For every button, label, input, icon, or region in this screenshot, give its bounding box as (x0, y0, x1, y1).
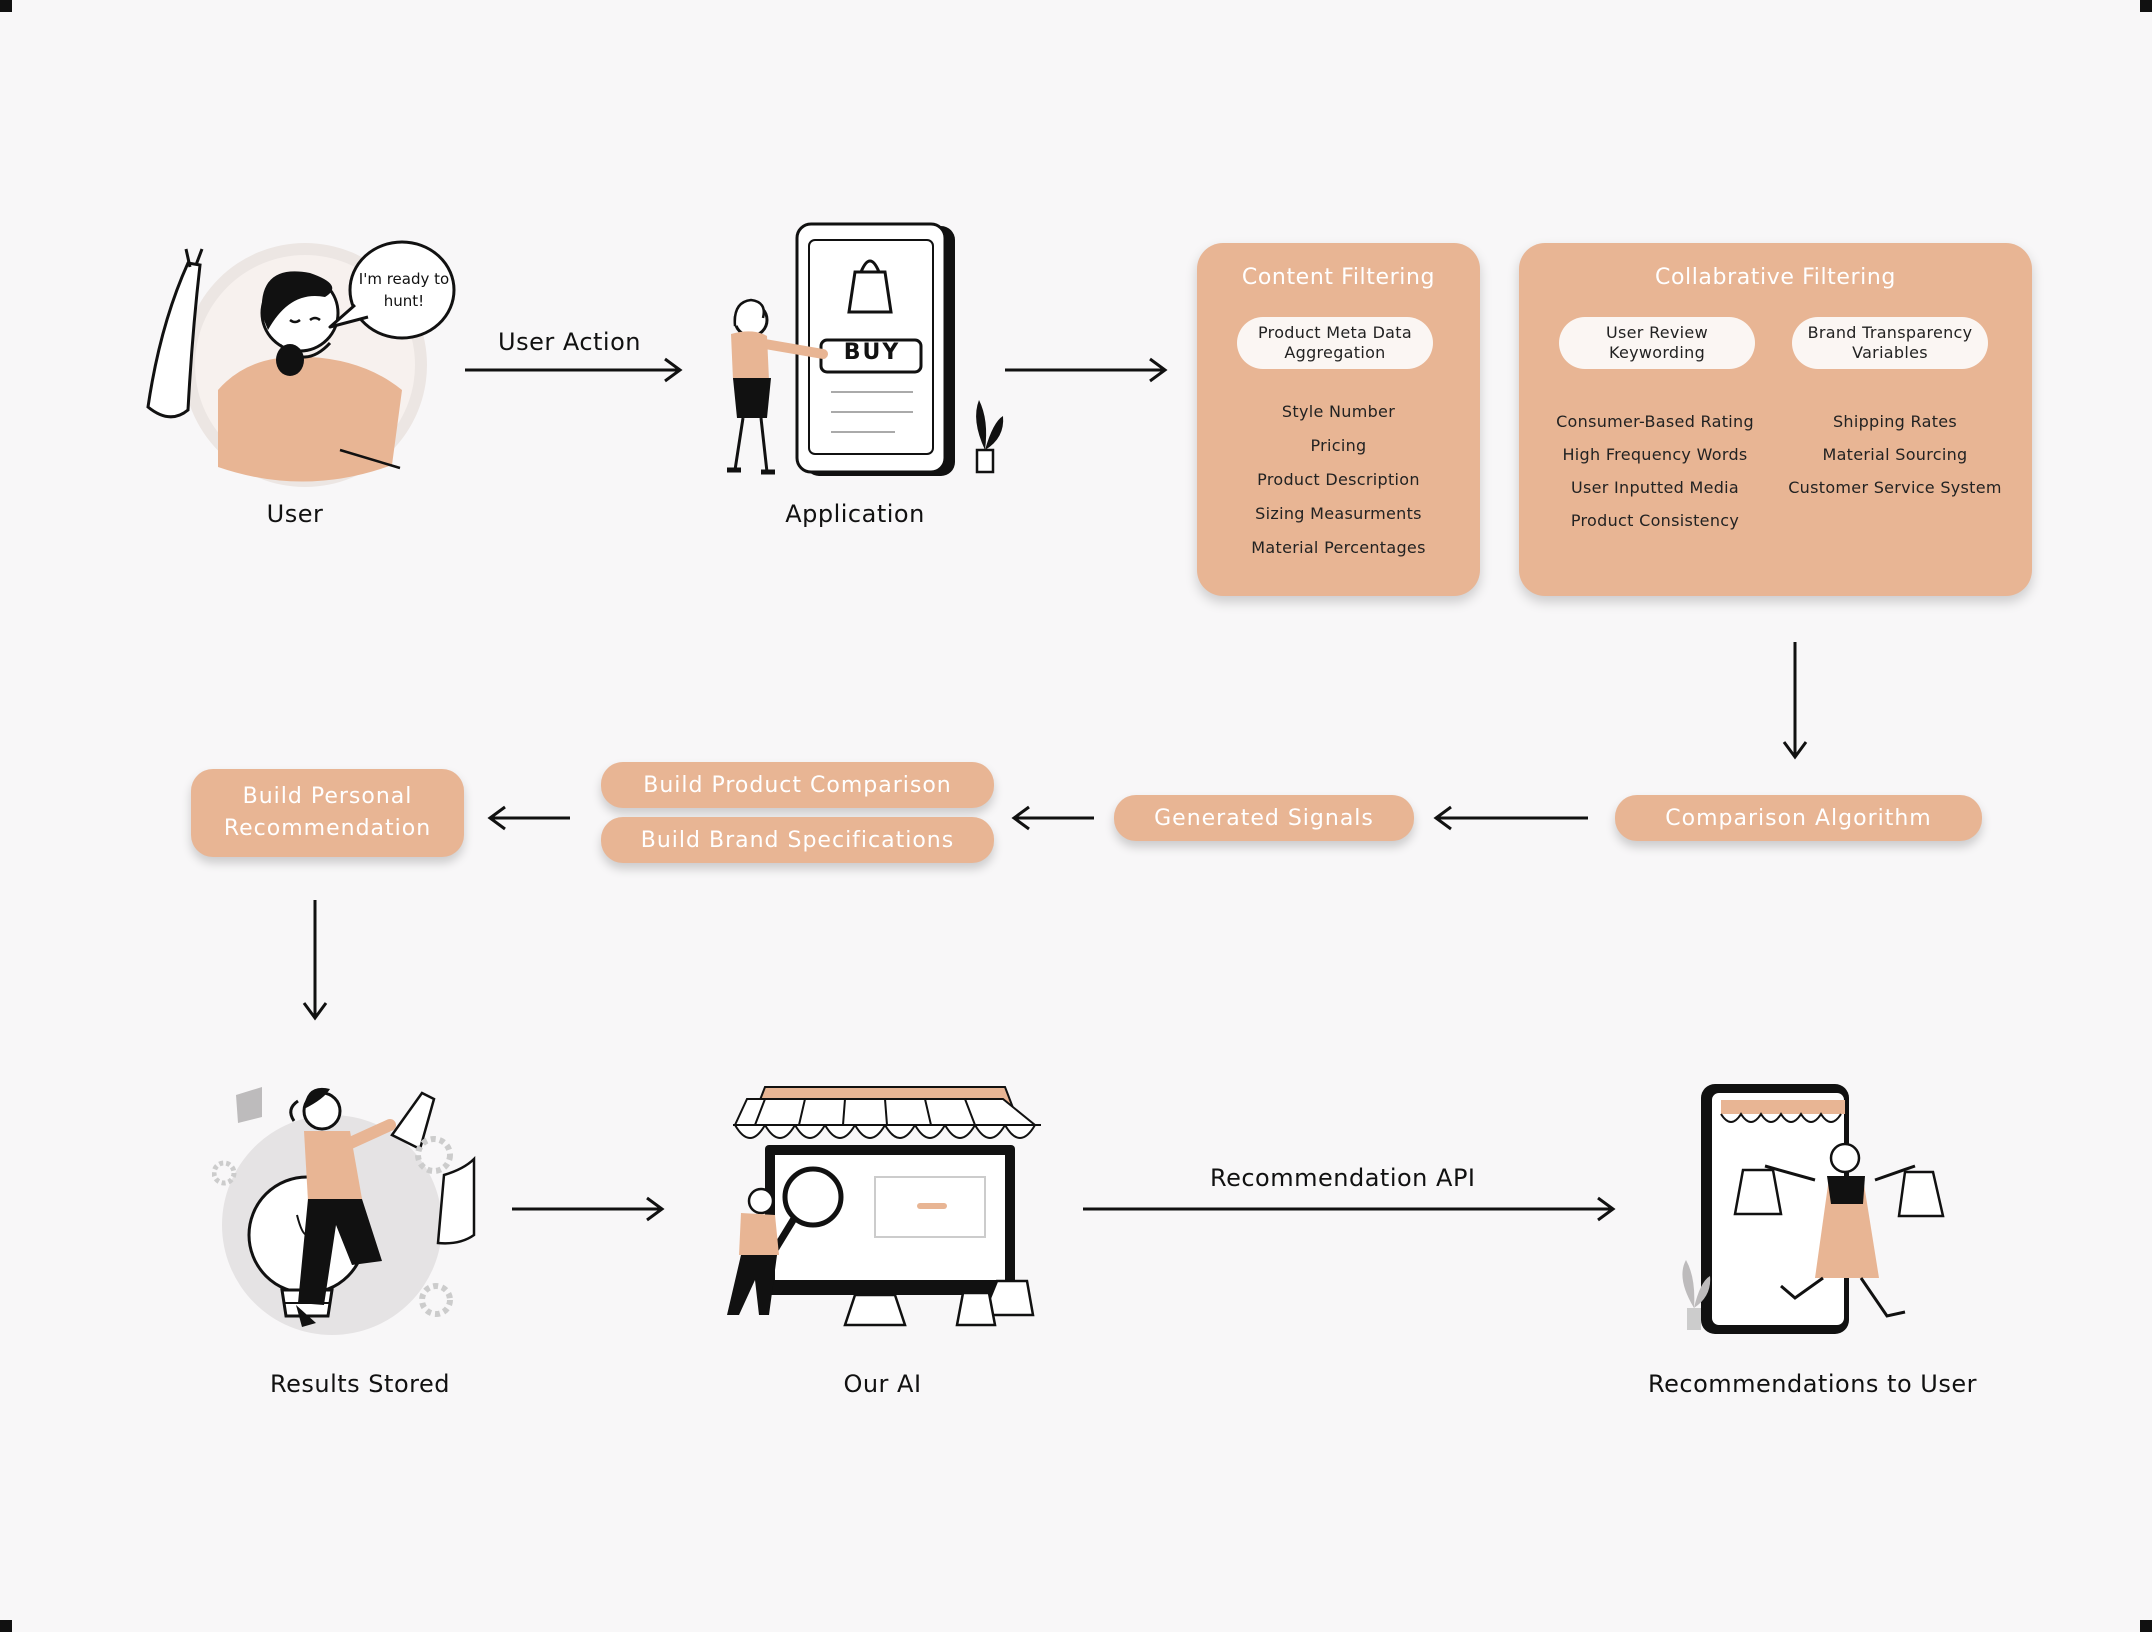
recommendations-illustration (1682, 1084, 1945, 1334)
recommendation-api-label: Recommendation API (1210, 1164, 1476, 1192)
arrow-signals-to-build (1011, 805, 1094, 831)
arrow-user-to-application (465, 357, 683, 383)
arrow-personal-to-results (302, 900, 328, 1021)
user-label: User (266, 500, 324, 528)
list-item: Consumer-Based Rating (1556, 412, 1754, 431)
our-ai-label: Our AI (843, 1370, 922, 1398)
arrow-results-to-ai (512, 1196, 665, 1222)
list-item: Product Consistency (1570, 511, 1740, 530)
generated-signals-step: Generated Signals (1114, 795, 1414, 841)
arrow-ai-to-user (1083, 1196, 1616, 1222)
corner-mark (0, 0, 12, 12)
application-illustration (727, 222, 1004, 476)
list-item: Material Percentages (1251, 538, 1426, 557)
list-item: Pricing (1310, 436, 1367, 455)
user-action-label: User Action (498, 328, 641, 356)
collaborative-filtering-panel: Collabrative Filtering User Review Keywo… (1519, 243, 2032, 596)
corner-mark (2140, 0, 2152, 12)
corner-mark (0, 1620, 12, 1632)
content-filtering-panel: Content Filtering Product Meta Data Aggr… (1197, 243, 1480, 596)
collaborative-right-list: Shipping Rates Material Sourcing Custome… (1775, 405, 2015, 504)
collaborative-filtering-title: Collabrative Filtering (1654, 265, 1896, 290)
buy-button-text: BUY (843, 340, 901, 365)
list-item: Customer Service System (1788, 478, 2002, 497)
list-item: Material Sourcing (1822, 445, 1968, 464)
list-item: High Frequency Words (1562, 445, 1748, 464)
corner-mark (2140, 1620, 2152, 1632)
list-item: Shipping Rates (1832, 412, 1958, 431)
user-illustration (146, 240, 456, 487)
arrow-application-to-filtering (1005, 357, 1168, 383)
application-label: Application (785, 500, 925, 528)
build-product-comparison-step: Build Product Comparison (601, 762, 994, 808)
arrow-comparison-to-signals (1433, 805, 1588, 831)
arrow-build-to-personal (487, 805, 570, 831)
build-brand-specifications-step: Build Brand Specifications (601, 817, 994, 863)
recommendations-to-user-label: Recommendations to User (1648, 1370, 1977, 1398)
content-filtering-list: Style Number Pricing Product Description… (1197, 395, 1480, 565)
comparison-algorithm-step: Comparison Algorithm (1615, 795, 1982, 841)
our-ai-illustration (727, 1086, 1041, 1327)
user-review-keywording-pill: User Review Keywording (1559, 317, 1755, 369)
results-stored-illustration (212, 1087, 476, 1335)
collaborative-left-list: Consumer-Based Rating High Frequency Wor… (1535, 405, 1775, 537)
build-personal-recommendation-step: Build Personal Recommendation (191, 769, 464, 857)
brand-transparency-pill: Brand Transparency Variables (1792, 317, 1988, 369)
speech-bubble-text: I'm ready to hunt! (358, 270, 450, 310)
list-item: User Inputted Media (1570, 478, 1740, 497)
product-meta-data-pill: Product Meta Data Aggregation (1237, 317, 1433, 369)
results-stored-label: Results Stored (270, 1370, 450, 1398)
list-item: Style Number (1281, 402, 1396, 421)
list-item: Sizing Measurments (1255, 504, 1422, 523)
arrow-filtering-to-comparison (1782, 642, 1808, 760)
content-filtering-title: Content Filtering (1241, 265, 1436, 290)
list-item: Product Description (1257, 470, 1420, 489)
